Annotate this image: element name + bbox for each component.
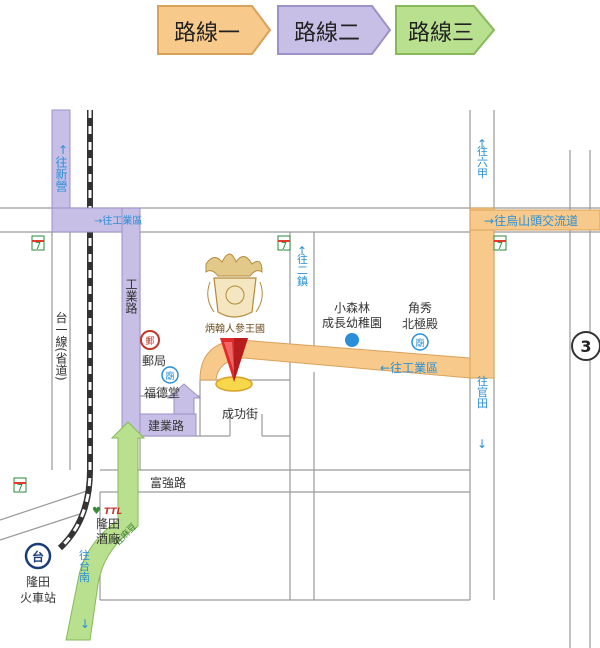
crown-icon [205,253,263,277]
arrow-up-icon: ↑ [58,143,68,157]
legend-route-3: 路線三 [395,5,496,55]
arrow-up-icon: ↑ [477,137,487,151]
arrow-up-icon: ↑ [297,244,307,258]
legend-route-3-label: 路線三 [408,21,474,46]
label-to-industrial: ←往工業區 [380,360,438,375]
label-to-industrial-west: →往工業區 [94,214,142,227]
post-office-icon [140,330,160,350]
temple-north: 角秀 北極殿 廟 [402,301,438,351]
svg-text:火車站: 火車站 [20,591,56,605]
label-gongye-road: 工業路 [124,278,138,315]
legend-route-2-label: 路線二 [294,21,360,46]
svg-text:郵: 郵 [145,335,154,347]
shield-icon [213,277,257,318]
temple-fude-label: 福德堂 [144,385,180,400]
destination-logo: 炳翰人參王國 [205,253,265,335]
highway-3-shield: 3 [571,331,600,361]
arrow-down-icon: ↓ [80,617,90,631]
route-1-path [199,207,600,381]
temple-fude: 廟 福德堂 [144,366,180,400]
post-office-label: 郵局 [142,354,166,368]
kindergarten-marker-icon [345,333,359,347]
svg-text:7: 7 [17,483,23,494]
legend-route-2: 路線二 [277,5,392,55]
arrow-down-icon: ↓ [477,437,487,451]
svg-text:北極殿: 北極殿 [402,316,438,331]
destination-marker [215,338,253,392]
svg-text:3: 3 [580,337,591,356]
emblem-icon [225,285,245,305]
brewery: ♥ TTL 隆田 酒廠 [92,506,122,546]
railway [57,110,93,551]
svg-text:隆田: 隆田 [26,574,50,589]
svg-text:隆田: 隆田 [96,516,120,531]
label-to-wushantou: →往烏山頭交流道 [484,213,578,228]
svg-text:成長幼稚園: 成長幼稚園 [322,316,382,330]
post-office: 郵 郵局 [140,330,166,368]
route-3-path [65,421,146,641]
seven-eleven-icon: 7 [31,235,45,252]
svg-text:酒廠: 酒廠 [96,531,120,546]
destination-name: 炳翰人參王國 [205,322,265,335]
svg-text:廟: 廟 [415,337,424,349]
svg-text:7: 7 [497,241,503,252]
train-station: 台 隆田 火車站 [20,542,56,605]
kindergarten: 小森林 成長幼稚園 [322,300,382,347]
ttl-logo: ♥ [92,506,101,517]
label-provincial-highway-1: 台一線(省道) [54,310,68,381]
svg-text:7: 7 [35,241,41,252]
label-to-er-zhen: 往二鎮 [296,252,309,287]
svg-text:廟: 廟 [165,370,174,382]
svg-text:小森林: 小森林 [334,300,370,315]
temple-icon [161,366,179,384]
label-to-xinying: 往新營 [54,155,68,193]
label-to-tainan: 往台南 [78,548,91,582]
label-chenggong-street: 成功街 [222,407,258,421]
legend-route-1-label: 路線一 [174,21,240,46]
seven-eleven-icon: 7 [277,235,291,252]
temple-icon [411,333,429,351]
seven-eleven-icon: 7 [493,235,507,252]
train-station-icon [24,542,52,570]
svg-text:7: 7 [281,241,287,252]
label-fuqiang-road: 富強路 [150,475,186,490]
label-jianye-road: 建業路 [148,418,184,433]
svg-text:台: 台 [32,549,44,564]
label-to-liujia: 往六甲 [476,144,489,178]
seven-eleven-icon: 7 [13,477,27,494]
svg-text:TTL: TTL [104,507,122,517]
label-to-guantian: 往官田 [476,374,489,408]
legend-route-1: 路線一 [157,5,272,55]
svg-text:角秀: 角秀 [408,301,432,315]
